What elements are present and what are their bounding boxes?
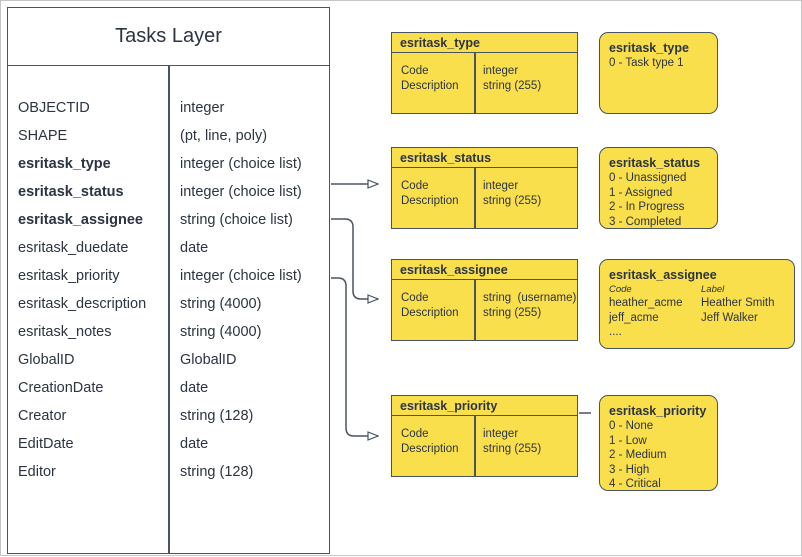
domain-column-divider — [474, 168, 476, 228]
domain-field-types: string (username) string (255) — [483, 292, 577, 319]
table-row: esritask_description — [18, 296, 147, 312]
domain-box-body: Code Description integer string (255) — [392, 168, 577, 228]
field-name-column: OBJECTID SHAPE esritask_type esritask_st… — [18, 94, 146, 486]
domain-column-divider — [474, 416, 476, 476]
table-row: esritask_assignee — [18, 212, 143, 228]
table-row: esritask_duedate — [18, 240, 129, 256]
domain-box-esritask-status: esritask_status Code Description integer… — [391, 147, 578, 229]
table-row: integer (choice list) — [180, 156, 302, 172]
table-row: integer (choice list) — [180, 268, 302, 284]
domain-field-types: integer string (255) — [483, 428, 542, 455]
column-header-label: Label — [701, 284, 725, 295]
domain-column-divider — [474, 53, 476, 113]
domain-box-body: Code Description integer string (255) — [392, 416, 577, 476]
table-row: GlobalID — [180, 352, 237, 368]
domain-box-esritask-assignee: esritask_assignee Code Description strin… — [391, 259, 578, 341]
domain-field-names: Code Description — [401, 428, 459, 455]
domain-field-names: Code Description — [401, 65, 459, 92]
value-list-item: 0 - Unassigned — [609, 172, 687, 184]
table-row: string (choice list) — [180, 212, 293, 228]
column-divider — [168, 66, 170, 553]
table-row: esritask_type — [18, 156, 111, 172]
table-row: GlobalID — [18, 352, 75, 368]
value-list-esritask-type: esritask_type 0 - Task type 1 — [599, 32, 718, 114]
table-row: OBJECTID — [18, 100, 90, 116]
tasks-layer-table: Tasks Layer OBJECTID SHAPE esritask_type… — [7, 7, 330, 554]
value-list-title: esritask_priority — [609, 404, 707, 418]
connector-assignee — [331, 218, 378, 299]
domain-field-types: integer string (255) — [483, 180, 542, 207]
value-list-item: 1 - Low — [609, 434, 647, 447]
table-row: esritask_priority — [18, 268, 120, 284]
table-row: Editor — [18, 464, 56, 480]
table-row: Creator — [18, 408, 67, 424]
tasks-layer-body: OBJECTID SHAPE esritask_type esritask_st… — [8, 66, 329, 553]
value-list-column-headers: Code Label — [609, 283, 785, 296]
value-list-esritask-priority: esritask_priority 0 - None 1 - Low 2 - M… — [599, 395, 718, 491]
table-row: string (4000) — [180, 296, 262, 312]
table-row: SHAPE — [18, 128, 68, 144]
table-row: integer (choice list) — [180, 184, 302, 200]
value-list-title: esritask_type — [609, 41, 689, 55]
value-list-esritask-assignee: esritask_assignee Code Label heather_acm… — [599, 259, 795, 349]
domain-box-esritask-type: esritask_type Code Description integer s… — [391, 32, 578, 114]
domain-box-header: esritask_assignee — [392, 260, 577, 280]
table-row: esritask_status — [18, 184, 124, 200]
value-list-item: 0 - Task type 1 — [609, 57, 684, 69]
value-list-item: 4 - Critical — [609, 478, 661, 490]
domain-box-header: esritask_type — [392, 33, 577, 53]
connector-priority — [331, 277, 378, 436]
table-row: date — [180, 380, 209, 396]
value-list-item: 3 - Completed — [609, 215, 682, 228]
domain-column-divider — [474, 280, 476, 340]
value-list-esritask-status: esritask_status 0 - Unassigned 1 - Assig… — [599, 147, 718, 229]
value-label: Jeff Walker — [701, 311, 758, 324]
table-row: esritask_notes — [18, 324, 112, 340]
domain-field-names: Code Description — [401, 180, 459, 207]
domain-box-body: Code Description integer string (255) — [392, 53, 577, 113]
value-label: Heather Smith — [701, 297, 775, 309]
table-row: date — [180, 240, 209, 256]
domain-box-header: esritask_priority — [392, 396, 577, 416]
domain-box-esritask-priority: esritask_priority Code Description integ… — [391, 395, 578, 477]
value-list-item: 3 - High — [609, 463, 650, 476]
value-list-item: 2 - In Progress — [609, 201, 685, 213]
domain-field-names: Code Description — [401, 292, 459, 319]
table-row: CreationDate — [18, 380, 104, 396]
value-list-item: 1 - Assigned — [609, 186, 673, 199]
value-list-ellipsis: .... — [609, 326, 622, 338]
table-row: date — [180, 436, 209, 452]
domain-box-body: Code Description string (username) strin… — [392, 280, 577, 340]
domain-box-header: esritask_status — [392, 148, 577, 168]
table-row: string (128) — [180, 408, 254, 424]
table-row: EditDate — [18, 436, 74, 452]
table-row: string (4000) — [180, 324, 262, 340]
value-code: heather_acme — [609, 297, 683, 309]
value-code: jeff_acme — [609, 311, 659, 324]
list-item: heather_acme Heather Smith — [609, 296, 785, 311]
domain-field-types: integer string (255) — [483, 65, 542, 92]
table-row: integer — [180, 100, 225, 116]
value-list-title: esritask_status — [609, 156, 701, 170]
table-row: (pt, line, poly) — [180, 128, 268, 144]
list-item: jeff_acme Jeff Walker — [609, 311, 785, 326]
value-list-item: 0 - None — [609, 420, 654, 432]
page-title: Tasks Layer — [8, 8, 329, 66]
value-list-item: 2 - Medium — [609, 449, 667, 461]
field-type-column: integer (pt, line, poly) integer (choice… — [180, 94, 302, 486]
value-list-title: esritask_assignee — [609, 268, 717, 282]
column-header-code: Code — [609, 284, 632, 295]
table-row: string (128) — [180, 464, 254, 480]
